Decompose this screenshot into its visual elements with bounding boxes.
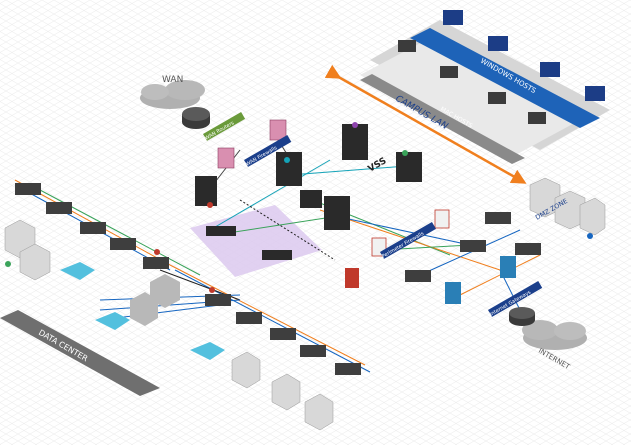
access-switches <box>15 183 541 375</box>
data-center-band <box>0 310 160 396</box>
campus-lan-arrow <box>324 64 527 184</box>
core-switches <box>195 124 422 260</box>
red-appliance <box>345 268 359 288</box>
mac-monitors <box>398 40 546 124</box>
internet-gateway-2 <box>500 256 516 278</box>
wan-routers-tag <box>202 112 246 141</box>
internet-gateways-tag <box>488 281 543 317</box>
windows-monitors <box>443 10 605 101</box>
wan-firewalls-tag <box>244 135 292 167</box>
wan-firewall-2 <box>269 119 287 141</box>
wan-firewall-1 <box>217 147 235 169</box>
wan-label: WAN <box>162 75 183 85</box>
wan-cloud <box>140 80 205 109</box>
perimeter-firewalls-tag <box>380 222 436 259</box>
internet-router <box>509 307 535 326</box>
wan-router <box>182 107 210 129</box>
servers <box>4 177 606 431</box>
status-dots <box>5 122 593 293</box>
internet-cloud <box>522 320 587 350</box>
perimeter-firewall-2 <box>434 209 450 229</box>
internet-gateway-1 <box>445 282 461 304</box>
